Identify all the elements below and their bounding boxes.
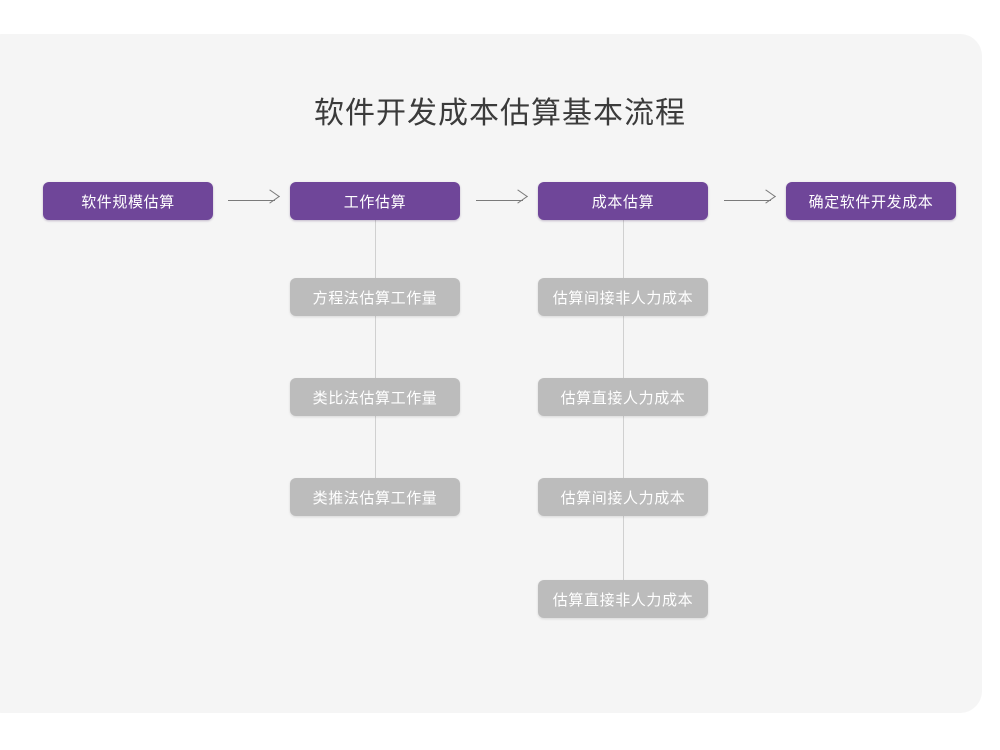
flow-node-work-estimation[interactable]: 工作估算 (290, 182, 460, 220)
arrow-shaft (228, 200, 275, 201)
branch-connector-line-cost-estimation (623, 220, 624, 618)
flow-node-software-size-estimation[interactable]: 软件规模估算 (43, 182, 213, 220)
arrow-right-icon-3 (724, 189, 776, 212)
sub-node-label: 类推法估算工作量 (312, 488, 438, 507)
sub-node-label: 估算直接人力成本 (560, 388, 686, 407)
arrow-shaft (476, 200, 523, 201)
sub-node-equation-method-workload[interactable]: 方程法估算工作量 (290, 278, 460, 316)
sub-node-indirect-labor-cost[interactable]: 估算间接人力成本 (538, 478, 708, 516)
page-title: 软件开发成本估算基本流程 (314, 96, 686, 131)
arrow-shaft (724, 200, 771, 201)
arrow-right-icon-2 (476, 189, 528, 212)
flow-node-label: 工作估算 (343, 192, 407, 211)
sub-node-label: 方程法估算工作量 (312, 288, 438, 307)
sub-node-label: 估算直接非人力成本 (552, 590, 694, 609)
sub-node-direct-nonlabor-cost[interactable]: 估算直接非人力成本 (538, 580, 708, 618)
flow-node-label: 确定软件开发成本 (808, 192, 934, 211)
diagram-card-background (0, 34, 982, 713)
sub-node-label: 估算间接人力成本 (560, 488, 686, 507)
sub-node-inference-method-workload[interactable]: 类推法估算工作量 (290, 478, 460, 516)
sub-node-indirect-nonlabor-cost[interactable]: 估算间接非人力成本 (538, 278, 708, 316)
sub-node-analogy-method-workload[interactable]: 类比法估算工作量 (290, 378, 460, 416)
sub-node-label: 估算间接非人力成本 (552, 288, 694, 307)
branch-connector-line-work-estimation (375, 220, 376, 516)
sub-node-label: 类比法估算工作量 (312, 388, 438, 407)
sub-node-direct-labor-cost[interactable]: 估算直接人力成本 (538, 378, 708, 416)
flow-node-label: 成本估算 (591, 192, 655, 211)
arrow-right-icon-1 (228, 189, 280, 212)
flow-node-determine-development-cost[interactable]: 确定软件开发成本 (786, 182, 956, 220)
flow-node-cost-estimation[interactable]: 成本估算 (538, 182, 708, 220)
flow-node-label: 软件规模估算 (81, 192, 175, 211)
